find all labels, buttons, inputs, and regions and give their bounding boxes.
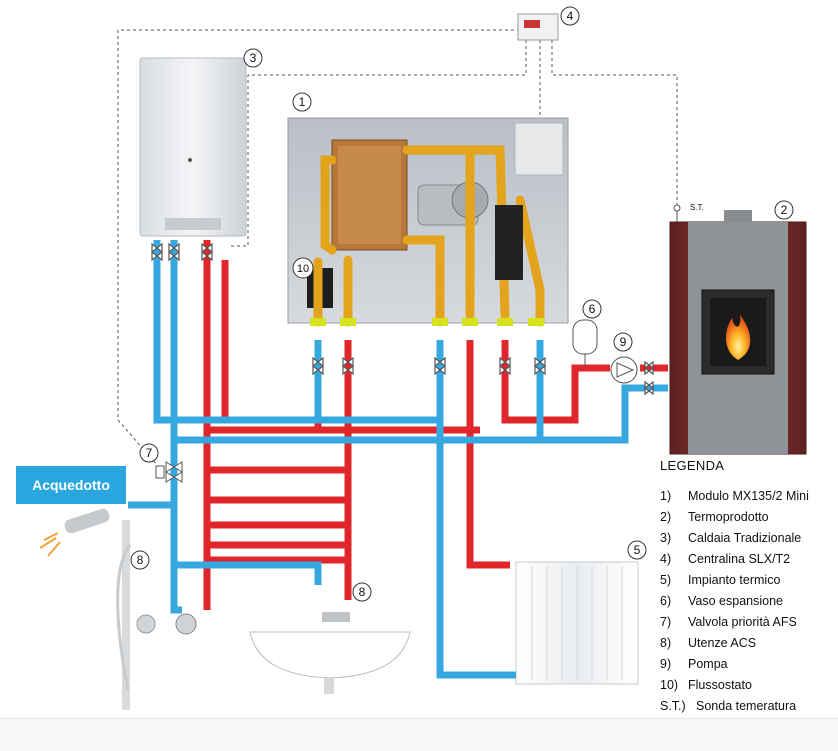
- sensor-label: S.T.: [690, 203, 704, 212]
- legend-text: Flussostato: [688, 678, 752, 692]
- callout-9: 9: [620, 335, 627, 349]
- shutoff-valves: [151, 242, 654, 396]
- shower: [39, 508, 156, 710]
- legend-text: Vaso espansione: [688, 594, 783, 608]
- control-wires: [117, 29, 678, 466]
- expansion-vessel: [572, 319, 598, 368]
- basin-mixer-tap: [175, 613, 197, 635]
- callout-7: 7: [146, 446, 153, 460]
- sensor-st: [673, 204, 681, 222]
- legend-item: 6) Vaso espansione: [660, 591, 838, 612]
- legend-item: 4) Centralina SLX/T2: [660, 549, 838, 570]
- callouts: [130, 6, 794, 602]
- legend-text: Caldaia Tradizionale: [688, 531, 802, 545]
- legend-text: Termoprodotto: [688, 510, 769, 524]
- legend-num: 3): [660, 531, 672, 545]
- legend-text: Valvola priorità AFS: [688, 615, 797, 629]
- legend-item: 7) Valvola priorità AFS: [660, 612, 838, 633]
- legend-text: Sonda temeratura: [696, 699, 797, 713]
- callout-8-basin: 8: [359, 585, 366, 599]
- legend-item: 5) Impianto termico: [660, 570, 838, 591]
- controller-slx: [517, 13, 559, 41]
- callout-8-shower: 8: [137, 553, 144, 567]
- bottom-strip: [0, 718, 838, 751]
- legend-num: S.T.): [660, 699, 686, 713]
- legend-text: Utenze ACS: [688, 636, 757, 650]
- callout-4: 4: [567, 9, 574, 23]
- legend-item: 10) Flussostato: [660, 675, 838, 696]
- aqueduct-text: Acquedotto: [32, 477, 110, 493]
- callout-2: 2: [781, 203, 788, 217]
- legend-text: Modulo MX135/2 Mini: [688, 489, 809, 503]
- legend-title: LEGENDA: [660, 458, 725, 473]
- legend-num: 5): [660, 573, 672, 587]
- legend-num: 10): [660, 678, 679, 692]
- washbasin: [249, 612, 411, 694]
- legend-text: Pompa: [688, 657, 728, 671]
- legend-num: 8): [660, 636, 672, 650]
- callout-6: 6: [589, 302, 596, 316]
- legend-item: 1) Modulo MX135/2 Mini: [660, 486, 838, 507]
- legend: LEGENDA 1) Modulo MX135/2 Mini 2) Termopro…: [660, 458, 838, 717]
- legend-num: 7): [660, 615, 672, 629]
- callout-10: 10: [297, 263, 309, 275]
- legend-num: 6): [660, 594, 672, 608]
- legend-text: Impianto termico: [688, 573, 781, 587]
- pellet-stove: [669, 210, 807, 455]
- legend-num: 1): [660, 489, 672, 503]
- aqueduct-label: Acquedotto: [16, 466, 126, 504]
- radiator: [515, 561, 639, 685]
- legend-item: 3) Caldaia Tradizionale: [660, 528, 838, 549]
- legend-num: 2): [660, 510, 672, 524]
- cold-water-pipes: [128, 240, 668, 679]
- legend-item: S.T.) Sonda temeratura: [660, 696, 838, 717]
- priority-valve: [155, 461, 183, 483]
- legend-num: 9): [660, 657, 672, 671]
- traditional-boiler: [139, 57, 247, 237]
- circulation-pump: [610, 356, 638, 384]
- legend-item: 9) Pompa: [660, 654, 838, 675]
- callout-3: 3: [250, 51, 257, 65]
- callout-5: 5: [634, 543, 641, 557]
- callout-1: 1: [299, 95, 306, 109]
- legend-num: 4): [660, 552, 672, 566]
- module-mx135: [287, 117, 569, 327]
- legend-item: 8) Utenze ACS: [660, 633, 838, 654]
- hot-water-pipes: [203, 240, 668, 610]
- legend-text: Centralina SLX/T2: [688, 552, 791, 566]
- legend-item: 2) Termoprodotto: [660, 507, 838, 528]
